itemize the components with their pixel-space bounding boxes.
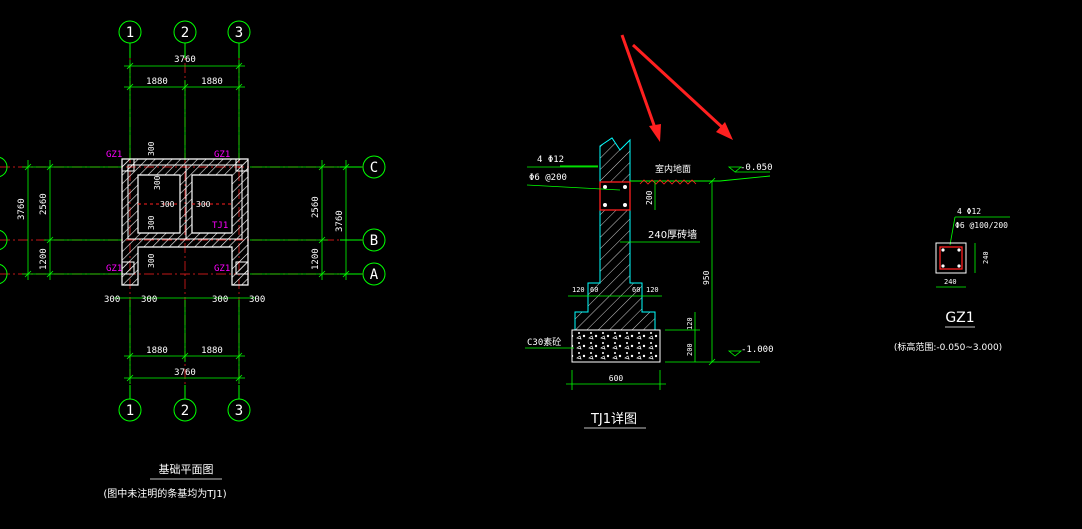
dim-300-bottom: 300 <box>212 295 228 305</box>
axis-bubble-bottom-3[interactable]: 3 <box>227 385 251 422</box>
axis-label: 2 <box>181 403 189 419</box>
column-section[interactable] <box>935 242 967 274</box>
axis-bubble-bottom-1[interactable]: 1 <box>118 385 142 422</box>
dim-left-total: 3760 <box>17 198 27 220</box>
rebar-main-label: 4 Φ12 <box>537 155 564 165</box>
axis-bubble-right-b[interactable]: B <box>340 228 386 252</box>
section-title: TJ1详图 <box>590 412 637 427</box>
dim-120: 120 <box>686 317 694 330</box>
column-dim-bottom: 240 <box>944 278 957 286</box>
axis-bubble-top-3[interactable]: 3 <box>227 20 251 58</box>
concrete-label: C30素砼 <box>527 336 561 348</box>
dim-top-total: 3760 <box>174 55 196 65</box>
dimension-top <box>124 60 245 160</box>
axis-label: A <box>370 267 379 283</box>
dim-section-top: 60 <box>590 286 598 294</box>
axis-label: C <box>370 160 378 176</box>
tj1-section: 4 Φ12 Φ6 @200 室内地面 -0.050 200 240厚砖墙 950… <box>525 137 774 429</box>
dim-300: 300 <box>160 200 175 209</box>
dim-right-lower: 1200 <box>311 248 321 270</box>
rebar-stirrup-label: Φ6 @200 <box>529 173 567 183</box>
dim-200: 200 <box>686 343 694 356</box>
annotation-arrows <box>620 34 733 142</box>
axis-label: 3 <box>235 25 243 41</box>
brick-wall-section[interactable] <box>574 137 656 331</box>
plan-title: 基础平面图 <box>159 463 214 476</box>
axis-label: 3 <box>235 403 243 419</box>
dim-bottom-right: 1880 <box>201 346 223 356</box>
gz1-label-bottom-left: GZ1 <box>106 264 122 274</box>
dim-section-top: 60 <box>632 286 640 294</box>
concrete-footing[interactable] <box>571 329 661 363</box>
axis-bubble-bottom-2[interactable]: 2 <box>173 385 197 422</box>
dim-top-right: 1880 <box>201 77 223 87</box>
wall-label: 240厚砖墙 <box>648 228 697 241</box>
plan-subtitle: (图中未注明的条基均为TJ1) <box>103 487 226 500</box>
gz1-column-detail: 4 Φ12 Φ6 @100/200 240 240 GZ1 (标高范围:-0.0… <box>894 207 1010 353</box>
rebar-dots <box>603 185 627 207</box>
dim-300: 300 <box>147 141 156 156</box>
dimension-bottom <box>124 300 245 384</box>
elevation-top: -0.050 <box>740 163 773 173</box>
dimension-right <box>250 160 352 280</box>
dim-300: 300 <box>147 253 156 268</box>
axis-bubble-top-1[interactable]: 1 <box>118 20 142 58</box>
column-dim-side: 240 <box>982 251 990 264</box>
dim-right-total: 3760 <box>335 210 345 232</box>
axis-bubble-top-2[interactable]: 2 <box>173 20 197 58</box>
dim-top-left: 1880 <box>146 77 168 87</box>
dim-300-bottom: 300 <box>249 295 265 305</box>
elevation-bottom: -1.000 <box>741 345 774 355</box>
column-rebar-stirrup: Φ6 @100/200 <box>955 221 1008 230</box>
column-note: (标高范围:-0.050~3.000) <box>894 341 1002 353</box>
column-stirrup <box>939 246 963 270</box>
dim-300: 300 <box>153 175 162 190</box>
axis-label: 1 <box>126 25 134 41</box>
foundation-walls[interactable] <box>121 158 249 286</box>
dim-200-beam: 200 <box>645 190 654 205</box>
axis-label: 1 <box>126 403 134 419</box>
dim-300: 300 <box>147 215 156 230</box>
dim-300: 300 <box>196 200 211 209</box>
floor-label: 室内地面 <box>655 163 691 175</box>
dim-300-bottom: 300 <box>104 295 120 305</box>
gz1-label-top-left: GZ1 <box>106 150 122 160</box>
dim-bottom-left: 1880 <box>146 346 168 356</box>
dim-left-upper: 2560 <box>39 193 49 215</box>
dim-950: 950 <box>702 270 711 285</box>
dim-600: 600 <box>609 374 624 383</box>
foundation-plan: 1 2 3 1 2 3 <box>0 20 386 500</box>
dim-section-top: 120 <box>646 286 659 294</box>
dim-left-lower: 1200 <box>39 248 49 270</box>
gz1-label-bottom-right: GZ1 <box>214 264 230 274</box>
tj1-label: TJ1 <box>212 221 228 231</box>
axis-label: 2 <box>181 25 189 41</box>
dim-right-upper: 2560 <box>311 196 321 218</box>
axis-label: B <box>370 233 378 249</box>
gz1-columns[interactable] <box>121 158 249 275</box>
column-rebar-main: 4 Φ12 <box>957 207 981 216</box>
dimension-left <box>22 160 122 280</box>
dim-300-bottom: 300 <box>141 295 157 305</box>
gz1-label-top-right: GZ1 <box>214 150 230 160</box>
column-title: GZ1 <box>945 310 974 326</box>
dim-section-top: 120 <box>572 286 585 294</box>
axis-bubble-left-partial <box>0 156 8 285</box>
dim-bottom-total: 3760 <box>174 368 196 378</box>
